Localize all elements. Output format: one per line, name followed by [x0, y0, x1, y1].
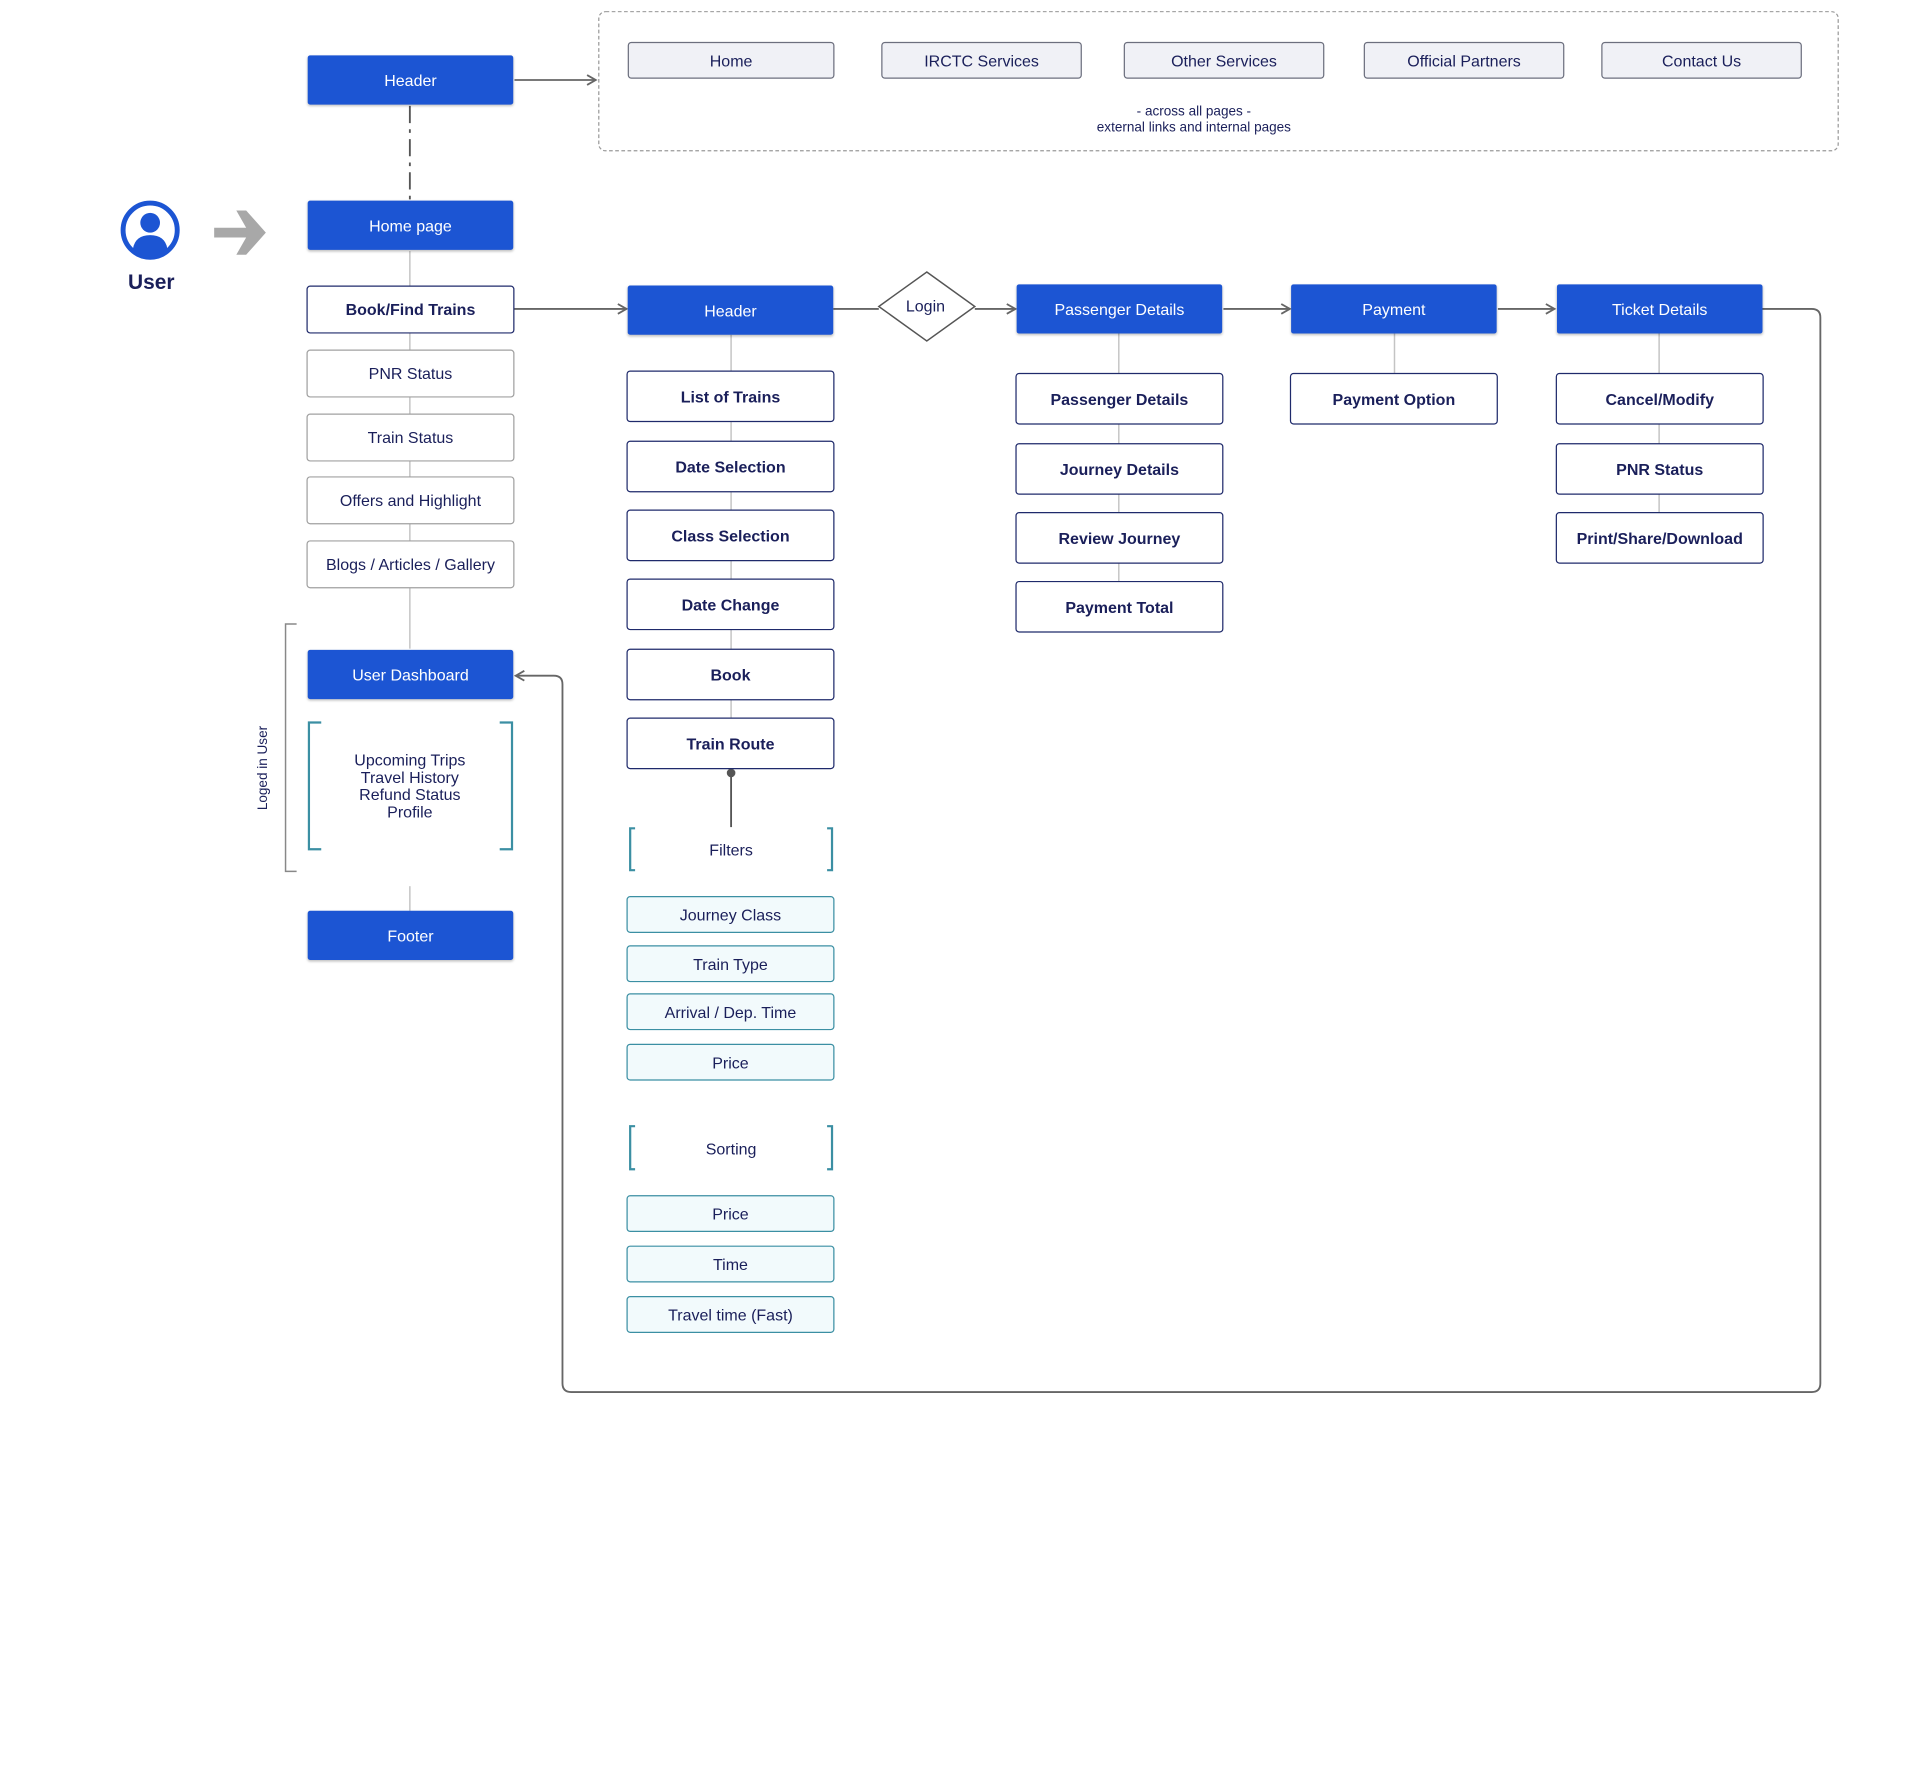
connector-lines — [284, 74, 1822, 1393]
cancel-modify-node[interactable]: Cancel/Modify — [1555, 372, 1764, 425]
search-header-node[interactable]: Header — [627, 285, 834, 335]
sort-price[interactable]: Price — [626, 1195, 835, 1233]
filter-journey-class[interactable]: Journey Class — [626, 896, 835, 933]
nav-home[interactable]: Home — [627, 41, 835, 79]
global-header-node[interactable]: Header — [307, 55, 514, 105]
payment-option-node[interactable]: Payment Option — [1289, 372, 1498, 425]
date-selection-node[interactable]: Date Selection — [626, 440, 835, 493]
filter-arrival-dep-time[interactable]: Arrival / Dep. Time — [626, 993, 835, 1031]
logged-in-user-label: Loged in User — [256, 725, 271, 811]
sort-time[interactable]: Time — [626, 1245, 835, 1283]
filters-label: Filters — [709, 840, 753, 859]
passenger-details-header[interactable]: Passenger Details — [1016, 284, 1223, 334]
print-share-download-node[interactable]: Print/Share/Download — [1555, 512, 1764, 564]
nav-note-line2: external links and internal pages — [1096, 120, 1291, 136]
nav-official-partners[interactable]: Official Partners — [1363, 41, 1565, 79]
journey-details-node[interactable]: Journey Details — [1015, 443, 1224, 495]
list-of-trains-node[interactable]: List of Trains — [626, 370, 835, 423]
ticket-details-header[interactable]: Ticket Details — [1556, 284, 1763, 334]
class-selection-node[interactable]: Class Selection — [626, 509, 835, 562]
footer-node[interactable]: Footer — [307, 910, 514, 961]
blogs-articles-gallery-node[interactable]: Blogs / Articles / Gallery — [306, 540, 515, 589]
pnr-status-node[interactable]: PNR Status — [306, 349, 515, 398]
user-label: User — [128, 270, 175, 295]
train-route-node[interactable]: Train Route — [626, 717, 835, 770]
offers-highlight-node[interactable]: Offers and Highlight — [306, 476, 515, 525]
train-status-node[interactable]: Train Status — [306, 413, 515, 462]
user-dashboard-node[interactable]: User Dashboard — [307, 649, 514, 700]
date-change-node[interactable]: Date Change — [626, 578, 835, 631]
login-label: Login — [905, 296, 946, 316]
user-avatar-icon — [120, 200, 180, 260]
review-journey-node[interactable]: Review Journey — [1015, 512, 1224, 564]
home-page-node[interactable]: Home page — [307, 200, 514, 250]
ticket-pnr-status-node[interactable]: PNR Status — [1555, 443, 1764, 495]
dashboard-item-upcoming-trips[interactable]: Upcoming Trips — [354, 750, 466, 770]
book-find-trains-node[interactable]: Book/Find Trains — [306, 285, 515, 334]
dashboard-item-refund-status[interactable]: Refund Status — [359, 785, 461, 804]
filter-price[interactable]: Price — [626, 1043, 835, 1081]
nav-other-services[interactable]: Other Services — [1123, 41, 1325, 79]
dashboard-item-travel-history[interactable]: Travel History — [360, 768, 459, 787]
dashboard-items: Upcoming Trips Travel History Refund Sta… — [311, 750, 508, 821]
dashboard-item-profile[interactable]: Profile — [387, 802, 433, 821]
sort-travel-time-fast[interactable]: Travel time (Fast) — [626, 1296, 835, 1333]
payment-total-node[interactable]: Payment Total — [1015, 580, 1224, 633]
book-node[interactable]: Book — [626, 648, 835, 701]
nav-note: - across all pages - external links and … — [1034, 105, 1354, 137]
global-nav-group — [598, 11, 1839, 152]
nav-note-line1: - across all pages - — [1136, 104, 1252, 120]
right-arrow-icon — [214, 210, 266, 255]
filter-train-type[interactable]: Train Type — [626, 945, 835, 983]
nav-irctc-services[interactable]: IRCTC Services — [881, 41, 1082, 79]
nav-contact-us[interactable]: Contact Us — [1601, 41, 1802, 79]
sorting-label: Sorting — [705, 1139, 757, 1158]
login-decision-diamond — [877, 271, 977, 342]
payment-header[interactable]: Payment — [1291, 284, 1497, 334]
passenger-details-node[interactable]: Passenger Details — [1015, 372, 1224, 425]
